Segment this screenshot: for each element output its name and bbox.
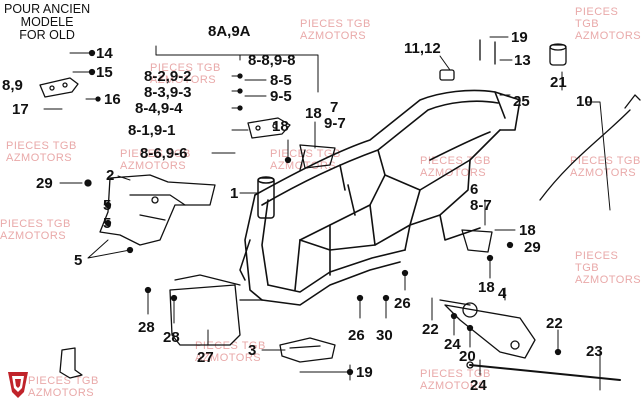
small-bracket [59,347,83,379]
callout-18-lower: 18 [478,279,495,296]
cable-10 [539,94,641,201]
callout-13: 13 [514,52,531,69]
long-bolt-23 [466,361,621,381]
callout-4: 4 [498,285,507,302]
bushing-21 [549,43,567,66]
callout-8a-9a: 8A,9A [208,23,251,40]
callout-8-2-9-2: 8-2,9-2 [144,68,192,85]
callout-23: 23 [586,343,603,360]
bracket-4 [439,299,536,359]
callout-9-7: 9-7 [324,115,346,132]
callout-19-bottom: 19 [356,364,373,381]
plate-3 [279,337,336,363]
callout-28-right: 28 [163,329,180,346]
callout-8-7: 8-7 [470,197,492,214]
callout-8-5: 8-5 [270,72,292,89]
callout-18-mid: 18 [305,105,322,122]
hardware [84,49,562,376]
callout-17: 17 [12,101,29,118]
callout-26-mid: 26 [348,327,365,344]
bracket-2 [99,174,216,246]
bracket-6 [461,229,493,253]
callout-5-b: 5 [103,215,112,232]
callout-14: 14 [96,45,113,62]
callout-8-6-9-6: 8-6,9-6 [140,145,188,162]
callout-24-bottom: 24 [470,377,487,394]
callout-26-right: 26 [394,295,411,312]
callout-24-top: 24 [444,336,461,353]
callout-8-9: 8,9 [2,77,23,94]
callout-10: 10 [576,93,593,110]
main-frame [244,89,521,306]
callout-8-4-9-4: 8-4,9-4 [135,100,183,117]
callout-18-top: 18 [272,118,289,135]
callout-16: 16 [104,91,121,108]
clip-11-12 [439,69,455,81]
callout-8-3-9-3: 8-3,9-3 [144,84,192,101]
callout-19-top: 19 [511,29,528,46]
callout-25: 25 [513,93,530,110]
callout-18-right: 18 [519,222,536,239]
callout-7: 7 [330,99,339,116]
callout-30: 30 [376,327,393,344]
callout-9-5: 9-5 [270,88,292,105]
callout-11-12: 11,12 [404,40,441,57]
bolt-13-19 [479,39,496,65]
callout-5-a: 5 [103,197,112,214]
callout-28-left: 28 [138,319,155,336]
callout-21: 21 [550,74,567,91]
callout-6: 6 [470,181,479,198]
panel-27 [169,274,263,346]
callout-20: 20 [459,348,476,365]
old-model-note: POUR ANCIEN MODELE FOR OLD [4,2,91,42]
brand-logo [8,372,28,398]
callout-2: 2 [106,167,115,184]
callout-8-8-9-8: 8-8,9-8 [248,52,296,69]
callout-29-right: 29 [524,239,541,256]
callout-3: 3 [248,342,257,359]
callout-15: 15 [96,64,113,81]
callout-22-right: 22 [546,315,563,332]
leader-lines [43,36,611,391]
callout-1: 1 [230,185,239,202]
bracket-7 [299,144,336,171]
callout-22-left: 22 [422,321,439,338]
head-tube [239,176,275,281]
callout-29-left: 29 [36,175,53,192]
callout-8-1-9-1: 8-1,9-1 [128,122,176,139]
callout-5-c: 5 [74,252,83,269]
handle-8-1 [247,117,291,139]
handle-8-9 [39,77,79,98]
callout-27: 27 [197,349,214,366]
